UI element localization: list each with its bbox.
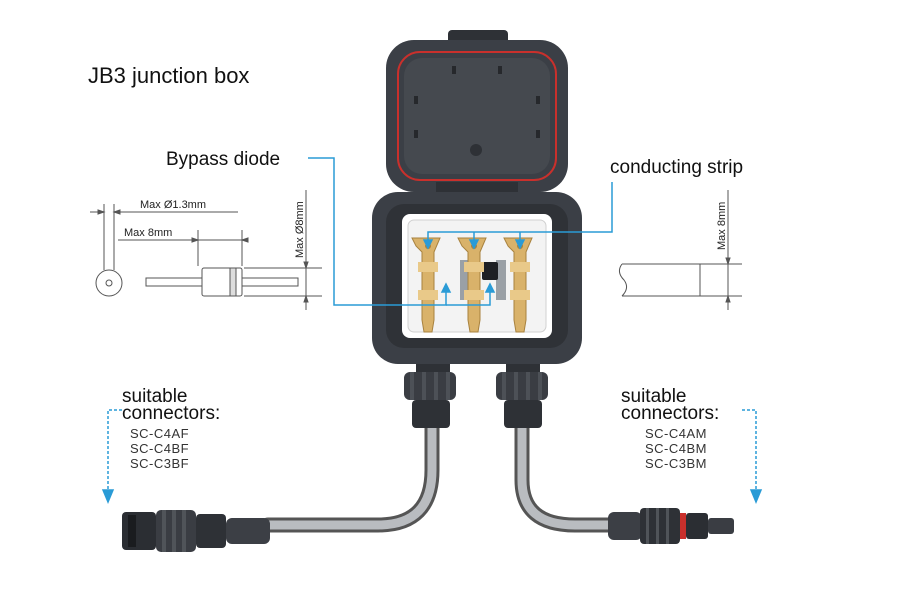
right-connector-model: SC-C4BM	[645, 441, 708, 456]
left-connectors-heading-2: connectors:	[122, 403, 221, 424]
left-cable	[260, 417, 440, 533]
female-connector	[122, 510, 270, 552]
terminals	[411, 237, 533, 333]
conducting-strip-callout-line	[422, 182, 613, 250]
junction-box-lid	[386, 30, 568, 198]
right-connectors-heading-2: connectors:	[621, 403, 720, 424]
left-connector-model: SC-C4BF	[130, 441, 190, 456]
right-cable	[514, 417, 620, 533]
left-connector-arrow	[101, 409, 122, 504]
right-connectors-heading-1: suitable	[621, 386, 687, 407]
left-connector-model: SC-C4AF	[130, 426, 190, 441]
diagram-title: JB3 junction box	[88, 63, 250, 88]
strip-dimension-drawing	[618, 190, 742, 310]
male-connector	[608, 508, 734, 544]
right-connector-model: SC-C4AM	[645, 426, 708, 441]
left-connector-model: SC-C3BF	[130, 456, 190, 471]
bypass-diode-callout-line	[308, 157, 496, 306]
lead-length-dim: Max 8mm	[124, 227, 173, 239]
bypass-diode-label: Bypass diode	[166, 149, 281, 170]
conducting-strip-label: conducting strip	[610, 157, 744, 178]
right-cable-gland	[496, 356, 548, 428]
body-diameter-dim: Max Ø8mm	[294, 201, 306, 258]
right-connector-model: SC-C3BM	[645, 456, 708, 471]
left-cable-gland	[404, 356, 456, 428]
diode-dimension-drawing	[90, 190, 322, 310]
right-connector-arrow	[742, 409, 763, 504]
strip-thickness-dim: Max 8mm	[716, 201, 728, 250]
left-connectors-heading-1: suitable	[122, 386, 188, 407]
lead-diameter-dim: Max Ø1.3mm	[140, 199, 207, 211]
